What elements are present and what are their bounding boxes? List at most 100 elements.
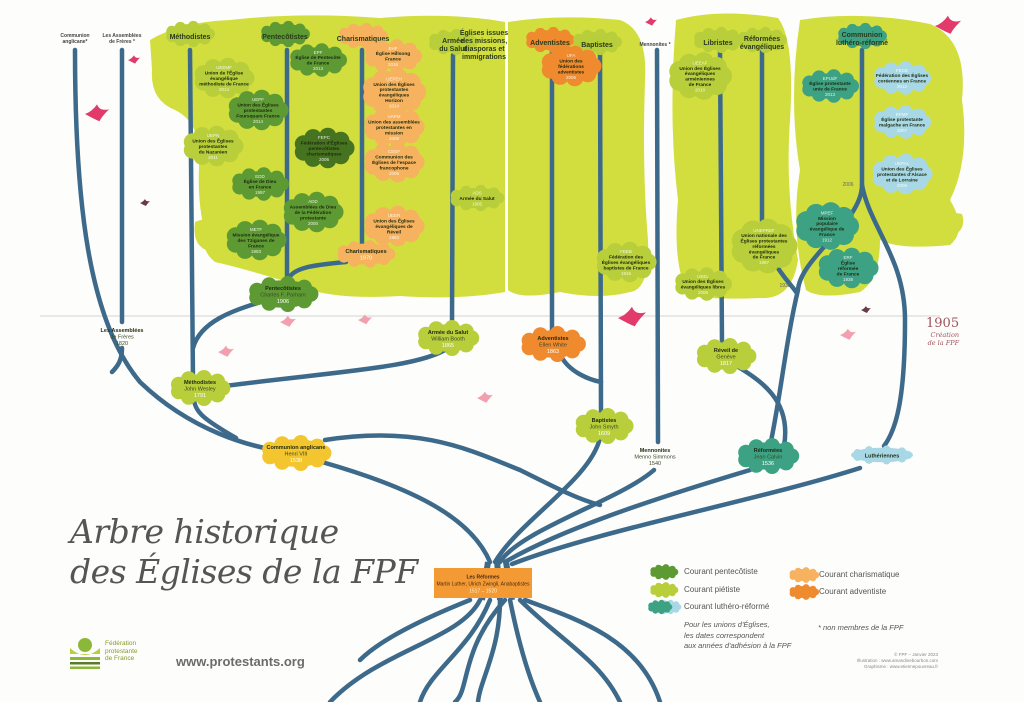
foliage-blob: [508, 17, 649, 297]
text-line: malgache en France: [879, 123, 925, 129]
text-line: Menno Simmons: [634, 454, 676, 460]
cloud-shape: [219, 80, 237, 99]
text-line: Église de Pentecôte: [295, 53, 341, 61]
union-cloud-ufa: [541, 45, 602, 87]
cloud-shape: [771, 29, 783, 41]
cloud-shape: [789, 587, 797, 594]
cloud-shape: [694, 31, 706, 44]
union-cloud-ueeaf: [669, 52, 733, 100]
cloud-shape: [389, 39, 404, 54]
cloud-shape: [771, 39, 783, 51]
text-line: luthéro-réformé: [836, 40, 888, 47]
credit-line[interactable]: Graphisme : www.etiennepouvreau.fr: [863, 664, 938, 669]
cloud-shape: [820, 229, 841, 250]
cloud-shape: [581, 29, 593, 42]
bird-icon: [840, 328, 856, 340]
cloud-shape: [264, 223, 282, 242]
union-year: 2006: [897, 183, 908, 188]
text-line: 1536: [762, 461, 774, 467]
cloud-shape: [251, 242, 269, 261]
cloud-shape: [402, 145, 420, 164]
text-line: baptistes de France: [603, 265, 648, 271]
cloud-shape: [826, 69, 841, 84]
cloud-shape: [882, 456, 891, 465]
branch-line: [319, 459, 493, 565]
text-line: protestantes: [380, 87, 409, 93]
text-line: protestantes d'Alsace: [877, 172, 927, 178]
text-line: Henri VIII: [285, 451, 308, 457]
cloud-shape: [378, 242, 390, 255]
cloud-shape: [282, 35, 294, 48]
cloud-shape: [910, 157, 928, 176]
cloud-shape: [236, 221, 254, 239]
cloud-shape: [655, 564, 662, 572]
union-year: 2006: [566, 75, 577, 80]
cloud-shape: [702, 27, 714, 40]
union-cloud-fepc: [294, 127, 355, 169]
cloud-shape: [669, 565, 676, 573]
union-name: Armée du Salut: [459, 196, 495, 202]
fpf-logo-text: Fédération protestante de France: [105, 640, 138, 663]
cloud-shape: [199, 33, 211, 45]
text-line: Fédération des: [609, 254, 643, 260]
cloud-shape: [699, 267, 714, 282]
union-cloud-uepn: [183, 125, 244, 167]
text-line: Horizon: [385, 98, 403, 104]
union-cloud-mpef: [796, 202, 860, 250]
bird-icon: [477, 391, 493, 403]
cloud-shape: [809, 585, 817, 593]
cloud-shape: [897, 176, 915, 195]
text-line: coréennes en France: [878, 79, 926, 85]
origin-cloud-armee: [418, 320, 480, 356]
text-line: Communion: [842, 32, 883, 39]
cloud-shape: [187, 20, 199, 33]
cloud-shape: [897, 447, 907, 456]
union-year: 2000: [308, 221, 319, 226]
text-line: Ellen White: [539, 342, 567, 348]
legend-swatch-adventist: [789, 584, 820, 600]
union-cloud-erf: [818, 247, 879, 289]
origin-cloud-anglicane: [262, 435, 332, 471]
logo-text-line: protestante: [105, 647, 138, 655]
cloud-shape: [532, 327, 549, 343]
union-year: 1983: [389, 235, 400, 240]
cloud-shape: [662, 573, 670, 580]
text-line: évangéliques: [749, 249, 780, 255]
union-cloud-ueer: [364, 205, 425, 247]
union-code: EDD: [255, 174, 265, 179]
text-line: Union des assemblées: [368, 119, 420, 125]
text-line: Réformées: [754, 448, 782, 454]
text-line: Communion anglicane: [267, 445, 326, 451]
text-line: Baptistes: [581, 42, 613, 49]
union-cloud-uepal: [872, 153, 933, 195]
text-line: de France: [753, 255, 776, 261]
branch-line: [497, 47, 661, 565]
credit-line[interactable]: Illustration : www.amandinebourbon.com: [856, 658, 938, 663]
text-line: protestantes en: [376, 125, 412, 131]
cloud-shape: [846, 36, 858, 49]
website-link[interactable]: www.protestants.org: [176, 654, 305, 669]
cloud-shape: [374, 143, 392, 161]
cloud-shape: [378, 253, 390, 266]
text-line: 1540: [649, 461, 661, 467]
cloud-shape: [789, 570, 797, 577]
cloud-shape: [684, 268, 700, 283]
cloud-shape: [294, 23, 306, 35]
text-line: unie de France: [813, 87, 847, 93]
union-year: 2006: [698, 290, 709, 295]
cloud-shape: [321, 195, 339, 214]
text-line: Église: [841, 258, 855, 266]
header-charismatiques: Charismatiques: [337, 36, 390, 43]
text-line: Communion: [60, 33, 89, 39]
branch-line: [357, 597, 473, 663]
text-line: Union des Églises: [679, 64, 721, 72]
union-code: UEER: [388, 213, 401, 218]
text-line: Mennonites *: [639, 42, 670, 48]
